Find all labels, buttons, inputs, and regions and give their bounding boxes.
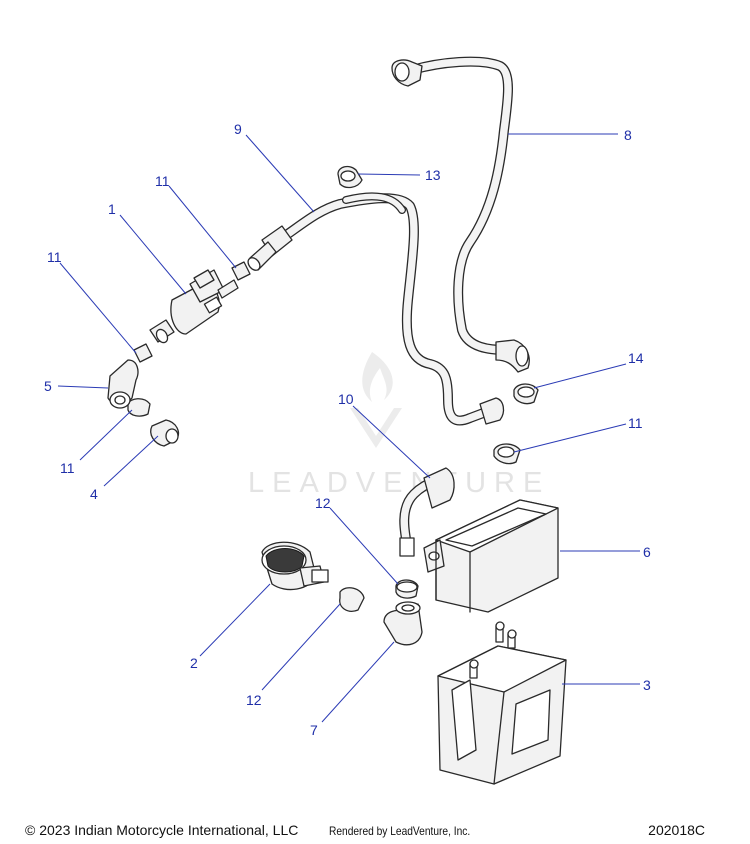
callout-10: 10 [338,391,354,407]
callout-2: 2 [190,655,198,671]
callout-7: 7 [310,722,318,738]
part-13-clamp [337,165,363,189]
part-14-clamp [513,383,539,405]
part-6-tray [423,499,559,613]
callout-12-upper: 12 [315,495,331,511]
callout-11-right: 11 [628,415,643,431]
watermark-text: LEADVENTURE [248,467,550,499]
callout-12-lower: 12 [246,692,262,708]
callout-5: 5 [44,378,52,394]
part-4-cap [150,419,180,447]
callout-13: 13 [425,167,441,183]
part-5-elbow [107,359,139,409]
callout-11-top: 11 [155,173,170,189]
part-11-clamp-right [493,443,521,465]
leader-lines [57,133,640,723]
part-11-clamp-left [133,343,153,363]
callout-11-bottom: 11 [60,460,75,476]
callout-14: 14 [628,350,644,366]
callout-1: 1 [108,201,116,217]
part-3-canister [437,621,567,785]
part-8-hose [391,56,530,373]
callout-3: 3 [643,677,651,693]
leadventure-watermark: LEADVENTURE [248,352,550,499]
copyright-text: © 2023 Indian Motorcycle International, … [25,822,299,838]
rendered-by-text: Rendered by LeadVenture, Inc. [329,824,471,838]
callout-9: 9 [234,121,242,137]
callout-6: 6 [643,544,651,560]
part-9-hose [247,192,505,426]
callout-4: 4 [90,486,98,502]
diagram-code: 202018C [648,822,705,838]
part-11-clamp-small [127,398,151,417]
callouts: 1 2 3 4 5 6 7 8 9 10 11 11 11 11 12 12 1… [44,121,651,738]
callout-11-left: 11 [47,249,62,265]
callout-8: 8 [624,127,632,143]
part-1-valve [149,269,239,344]
part-12-clamp-lower [339,587,365,612]
part-2-pump [261,541,329,591]
part-11-clamp-top [231,261,251,281]
part-7-elbow [383,601,423,646]
part-10-hose [399,467,455,557]
part-12-clamp-upper [395,579,419,599]
